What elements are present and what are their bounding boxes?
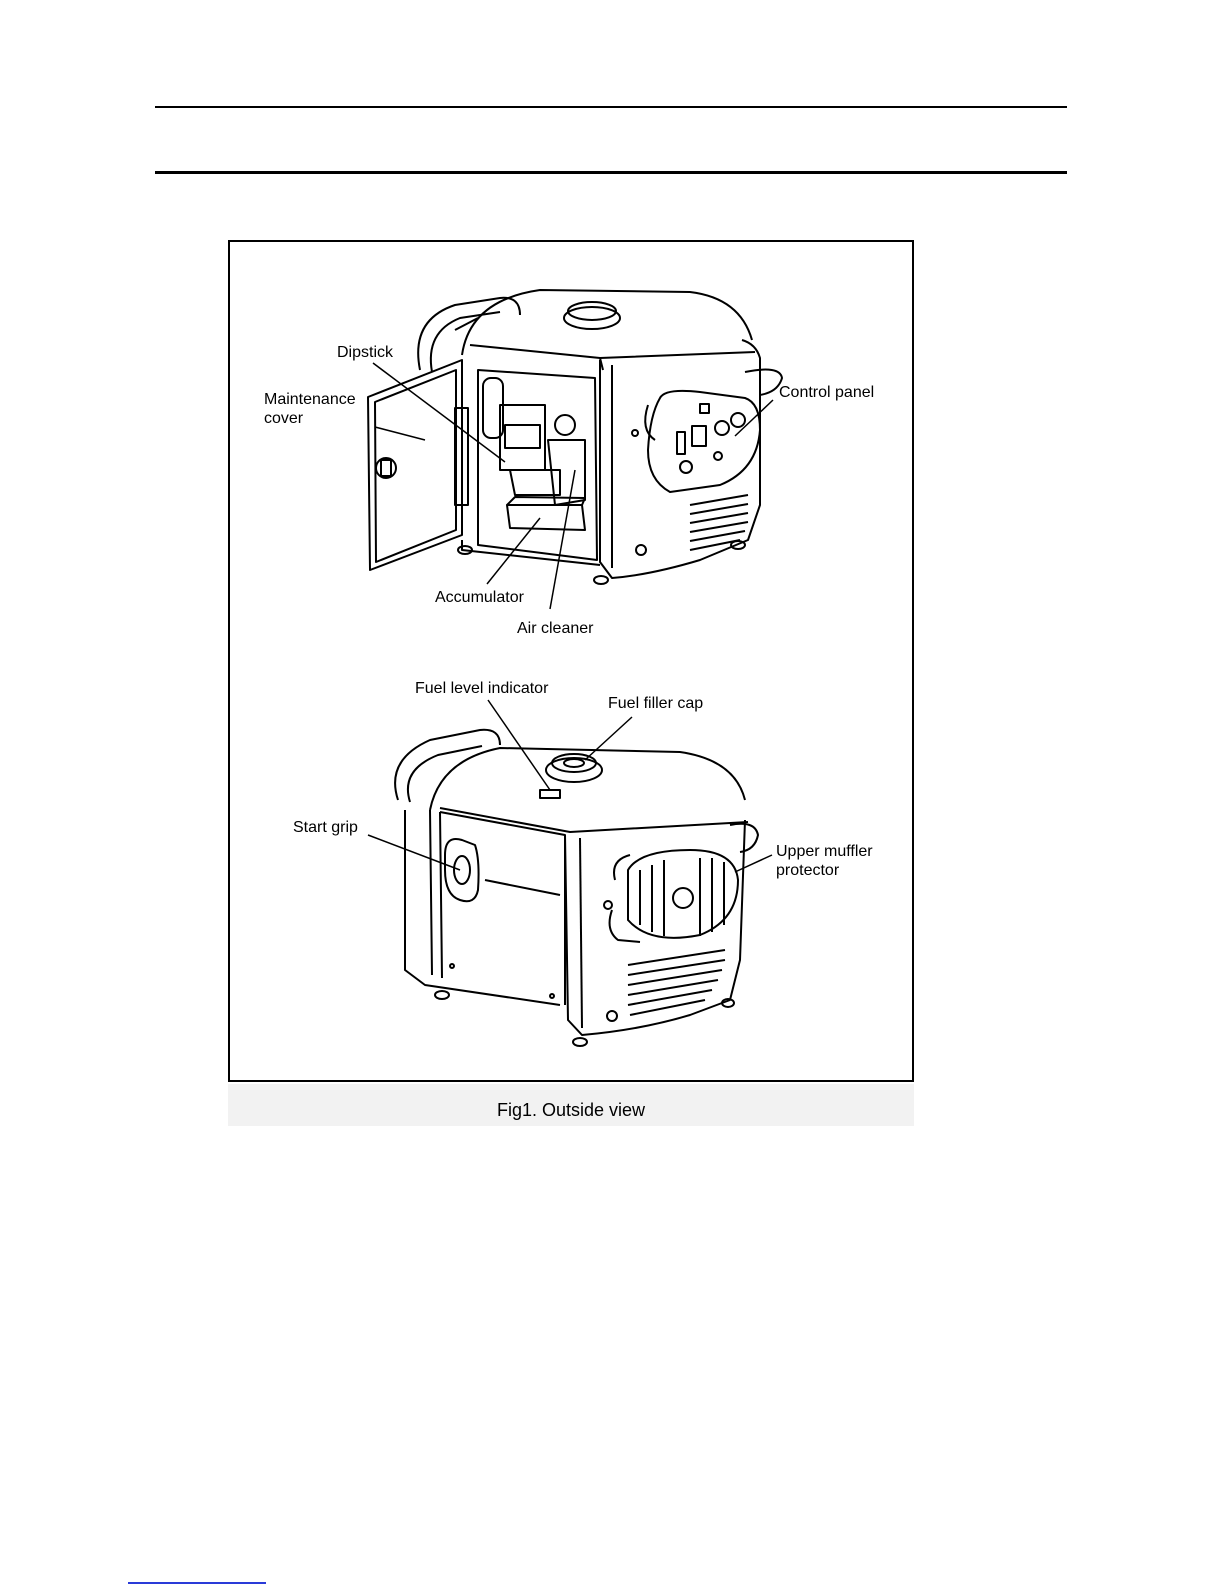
label-maintenance-cover-line1: Maintenance	[264, 391, 356, 408]
label-fuel-level-indicator: Fuel level indicator	[415, 680, 549, 697]
label-accumulator: Accumulator	[435, 589, 525, 606]
label-fuel-filler-cap: Fuel filler cap	[608, 695, 703, 712]
leader-lines-bottom	[368, 700, 772, 872]
label-upper-muffler-line2: protector	[776, 862, 840, 879]
label-control-panel: Control panel	[779, 384, 874, 401]
label-maintenance-cover-line2: cover	[264, 410, 304, 427]
label-air-cleaner: Air cleaner	[517, 620, 594, 637]
label-upper-muffler-line1: Upper muffler	[776, 843, 873, 860]
label-start-grip: Start grip	[293, 819, 358, 836]
generator-top-drawing	[368, 290, 782, 584]
generator-bottom-drawing	[395, 730, 758, 1046]
footer-link-underline[interactable]	[128, 1582, 266, 1584]
label-dipstick: Dipstick	[337, 344, 394, 361]
